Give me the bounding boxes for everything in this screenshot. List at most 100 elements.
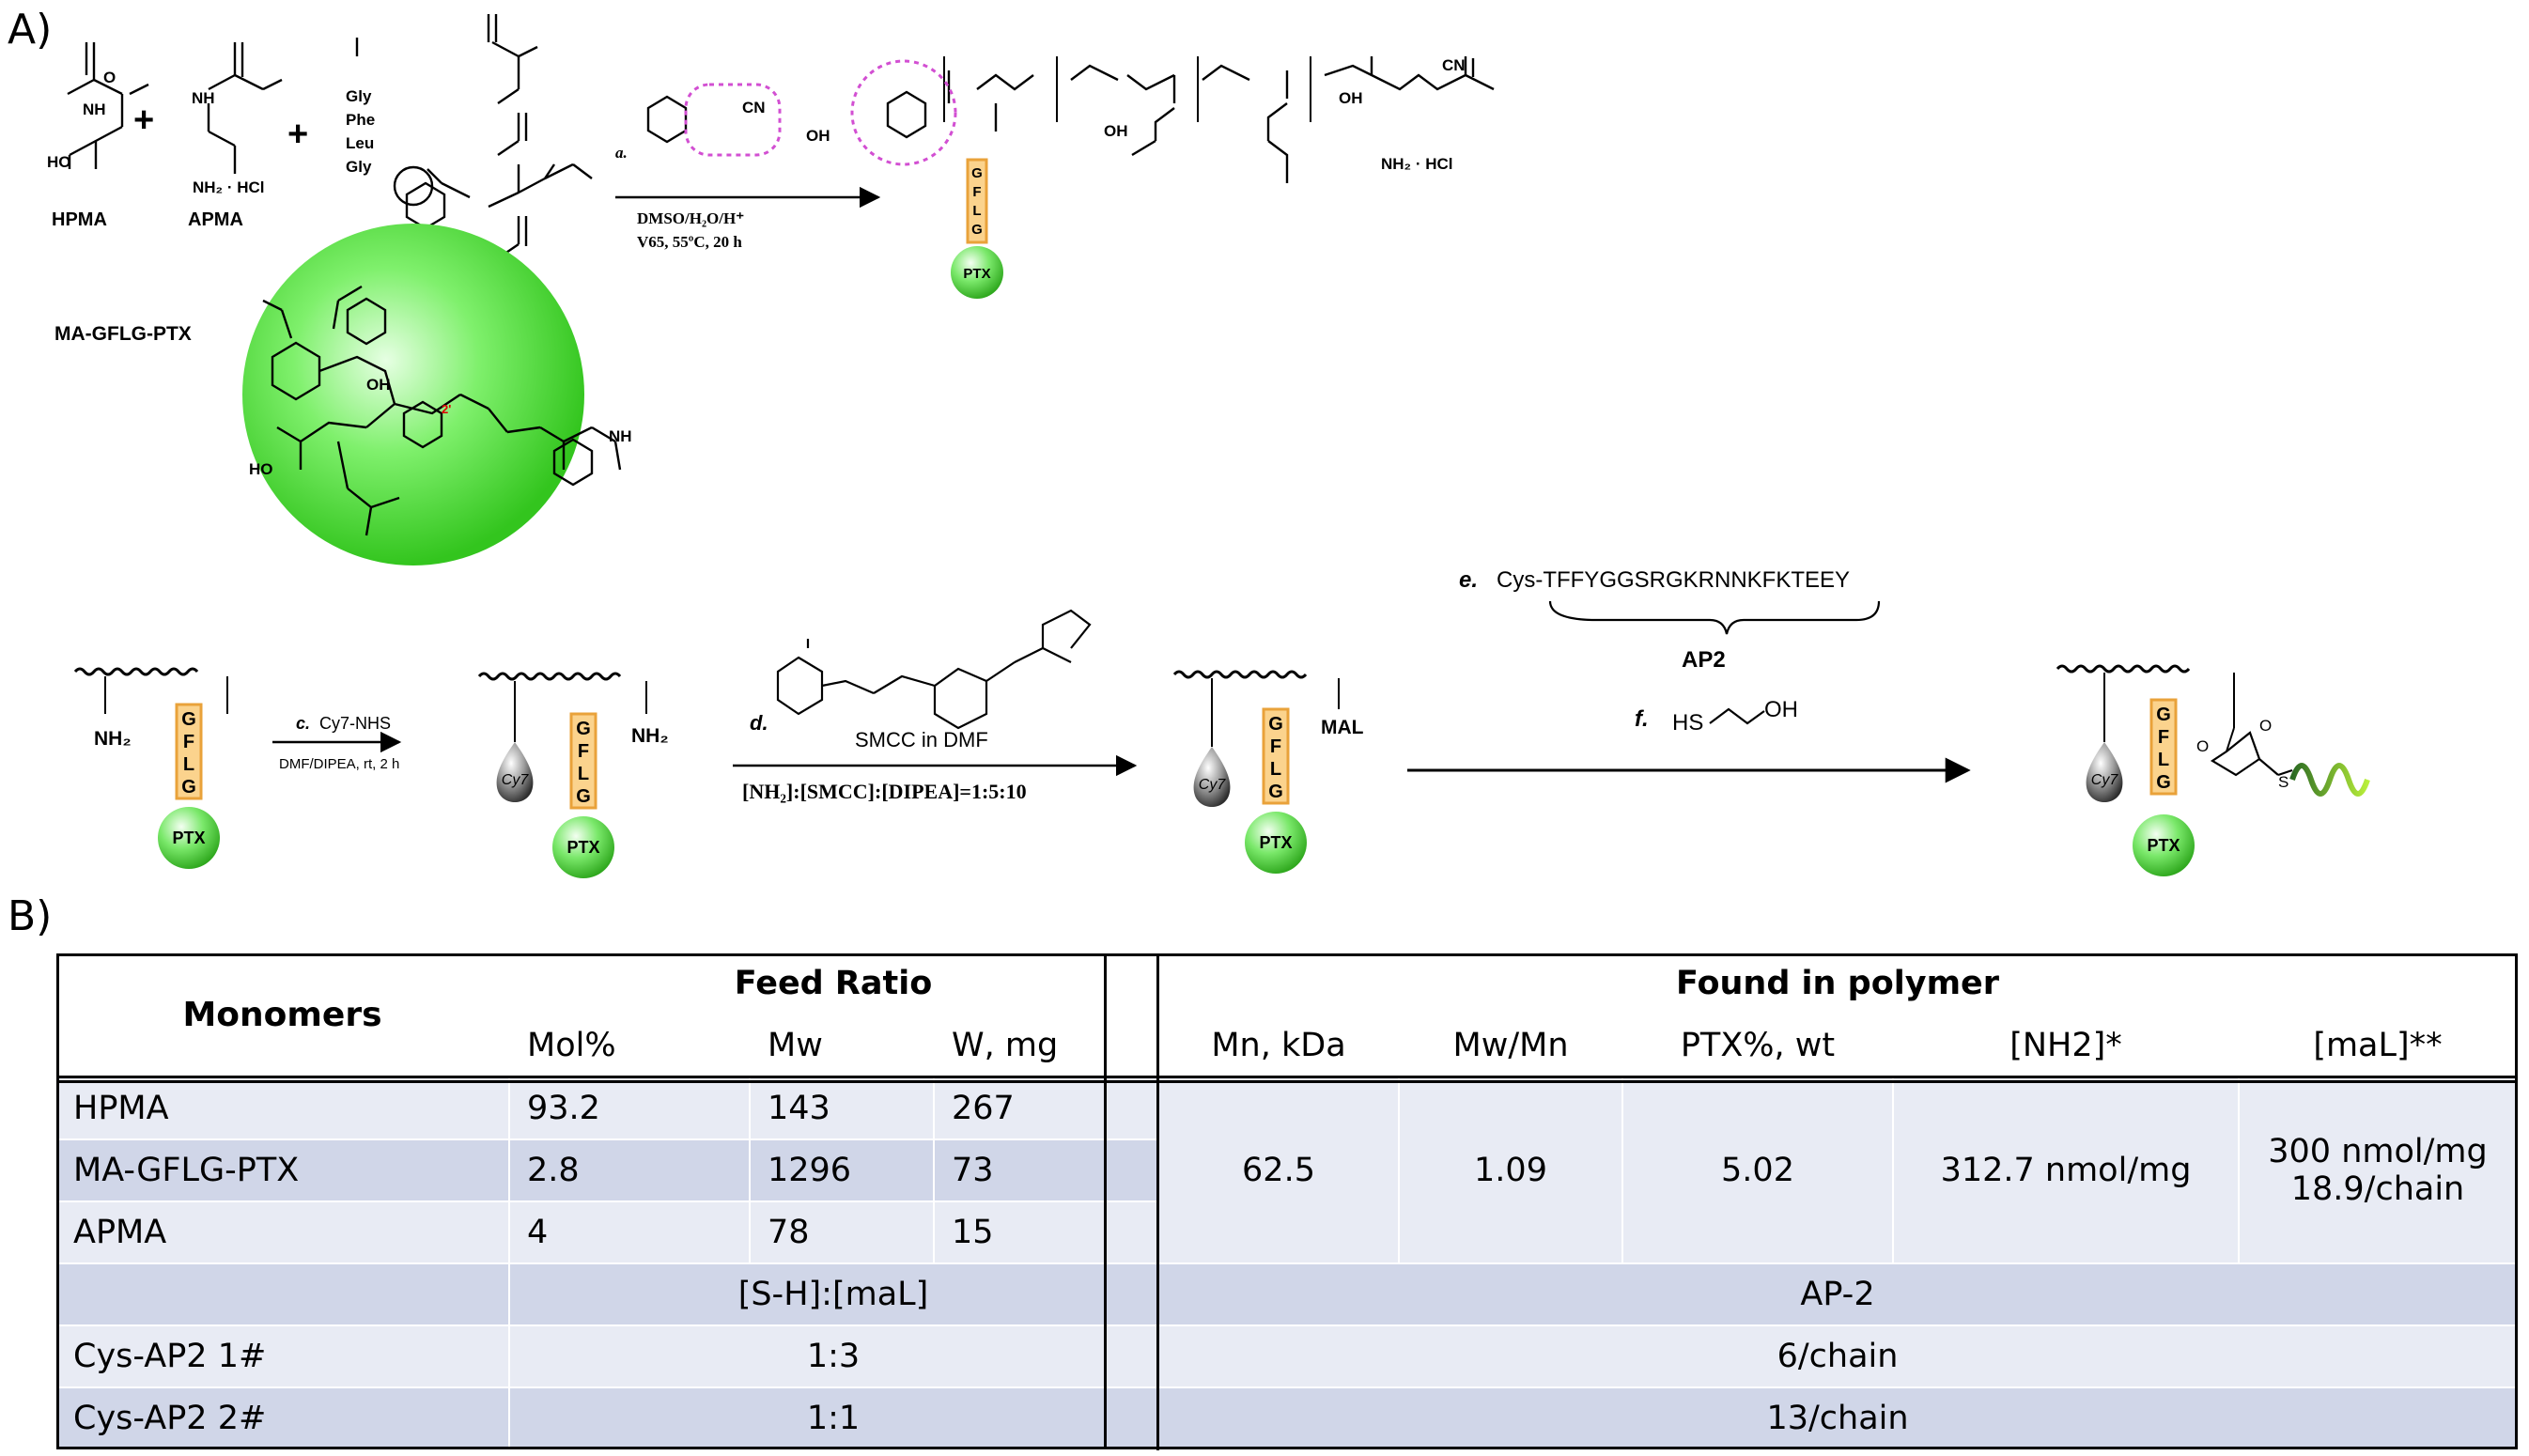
ap-row1-ratio: 1:3 xyxy=(509,1325,1159,1388)
found-ptx: 5.02 xyxy=(1622,1076,1894,1264)
cy7-drop-1 xyxy=(496,742,534,802)
header-feed-ratio: Feed Ratio xyxy=(509,953,1159,1015)
product-linker-l: L xyxy=(972,203,981,219)
backbone-4 xyxy=(2056,664,2191,674)
step-c-reagent: Cy7-NHS xyxy=(319,714,391,733)
nh2-label-1: NH₂ xyxy=(94,728,132,750)
step-f-letter: f. xyxy=(1635,706,1649,732)
step-a-conditions-2: V65, 55ºC, 20 h xyxy=(637,233,742,251)
ap-header-ratio: [S-H]:[maL] xyxy=(509,1262,1159,1326)
table-row: APMA 4 78 15 xyxy=(56,1201,2517,1264)
step-d-ratio: [NH₂]:[SMCC]:[DIPEA]=1:5:10 xyxy=(742,780,1027,803)
step-c-conditions: DMF/DIPEA, rt, 2 h xyxy=(279,756,399,772)
subheader-mwmn: Mw/Mn xyxy=(1399,1014,1623,1078)
smcc-structure xyxy=(776,609,1092,730)
subheader-mal: [maL]** xyxy=(2239,1014,2518,1078)
step-d-letter: d. xyxy=(750,711,768,735)
product-linker-g1: G xyxy=(971,165,983,181)
plus-2: + xyxy=(287,115,308,154)
linker4-f: F xyxy=(2158,727,2169,748)
backbone-2 xyxy=(477,672,622,681)
subheader-mn: Mn, kDa xyxy=(1156,1014,1400,1078)
linker2-l: L xyxy=(578,764,589,784)
polymer-oh-label: OH xyxy=(1104,122,1128,140)
table-header-rule xyxy=(56,1080,2518,1083)
row-hpma-name: HPMA xyxy=(56,1076,510,1140)
ptx-oh2-label: OH xyxy=(366,376,391,394)
step-d-reagent: SMCC in DMF xyxy=(855,728,988,751)
ap-row2-ratio: 1:1 xyxy=(509,1387,1159,1450)
ap-row2-ap2: 13/chain xyxy=(1156,1387,2518,1450)
linker4-l: L xyxy=(2158,750,2169,770)
ptx-label-2: PTX xyxy=(566,838,599,857)
found-nh2: 312.7 nmol/mg xyxy=(1893,1076,2240,1264)
final-s-label: S xyxy=(2278,773,2289,791)
backbone-1 xyxy=(73,667,199,676)
row-apma-w: 15 xyxy=(934,1201,1159,1264)
header-found-in-polymer: Found in polymer xyxy=(1156,953,2518,1015)
cta-highlight xyxy=(684,83,782,157)
found-mal: 300 nmol/mg 18.9/chain xyxy=(2239,1076,2518,1264)
cta-oh-label: OH xyxy=(806,127,830,145)
polymer-hcl-label: NH₂ · HCl xyxy=(1381,155,1453,173)
polymer-cn-label: CN xyxy=(1442,56,1466,74)
hpma-nh-label: NH xyxy=(83,101,106,118)
ap-row1-ap2: 6/chain xyxy=(1156,1325,2518,1388)
ptx-ho-label: HO xyxy=(249,460,273,478)
cy7-label-2: Cy7 xyxy=(1199,777,1227,793)
ptx-sphere-2 xyxy=(552,816,614,878)
found-mal-line2: 18.9/chain xyxy=(2290,1170,2465,1208)
ap-row2-name: Cys-AP2 2# xyxy=(56,1387,510,1450)
row-ma-name: MA-GFLG-PTX xyxy=(56,1139,510,1202)
apma-label: APMA xyxy=(188,209,243,230)
cy7-label-3: Cy7 xyxy=(2091,772,2119,788)
row-ma-w: 73 xyxy=(934,1139,1159,1202)
ptx-sphere-3 xyxy=(1245,812,1307,874)
linker-group-row2 xyxy=(175,698,2178,810)
row-hpma-w: 267 xyxy=(934,1076,1159,1140)
found-mn: 62.5 xyxy=(1156,1076,1400,1264)
ap2-brace xyxy=(1548,600,1881,635)
ap-row1-name: Cys-AP2 1# xyxy=(56,1325,510,1388)
row-ma-mol: 2.8 xyxy=(509,1139,751,1202)
product-ptx-sphere xyxy=(951,246,1003,299)
table-row: MA-GFLG-PTX 2.8 1296 73 xyxy=(56,1139,2517,1202)
mal-label: MAL xyxy=(1321,717,1364,738)
ptx-nh-label: NH xyxy=(609,427,632,445)
ptx-sphere xyxy=(242,224,584,565)
linker3-g2: G xyxy=(1268,782,1283,802)
cy7-drop-3 xyxy=(2086,742,2123,802)
peptide-gly-2: Gly xyxy=(346,158,372,176)
dithioester-highlight xyxy=(850,59,957,166)
product-linker-f: F xyxy=(972,184,981,200)
step-f-oh: OH xyxy=(1764,697,1798,722)
ptx-label-1: PTX xyxy=(172,829,205,847)
cy7-label-1: Cy7 xyxy=(502,772,530,788)
backbone-3 xyxy=(1172,670,1308,679)
row-hpma-mw: 143 xyxy=(750,1076,935,1140)
ptx-2prime-label: 2' xyxy=(442,402,451,416)
table-row: HPMA 93.2 143 267 62.5 1.09 5.02 312.7 n… xyxy=(56,1076,2518,1264)
step-e-letter: e. xyxy=(1459,567,1478,593)
ap-header-ap2: AP-2 xyxy=(1156,1262,2518,1326)
linker3-g1: G xyxy=(1268,714,1283,735)
table-row: Cys-AP2 1# 1:3 6/chain xyxy=(56,1325,2518,1388)
linker1-g2: G xyxy=(181,777,196,798)
ap2-helix xyxy=(2289,763,2370,797)
panel-label-a: A) xyxy=(8,6,53,54)
apma-nh-label: NH xyxy=(192,89,215,107)
ap-header-empty xyxy=(56,1262,510,1326)
linker2-g1: G xyxy=(576,719,591,739)
ptx-sphere-4 xyxy=(2133,814,2195,876)
header-monomers: Monomers xyxy=(56,953,510,1078)
table-section-divider xyxy=(1104,953,1107,1449)
peptide-gly-1: Gly xyxy=(346,87,372,105)
succ-o-label-1: O xyxy=(2259,717,2272,735)
cy7-drop-2 xyxy=(1193,747,1231,807)
peptide-phe: Phe xyxy=(346,111,375,129)
step-e-peptide: Cys-TFFYGGSRGKRNNKFKTEEY xyxy=(1497,567,1850,593)
polymer-oh2-label: OH xyxy=(1339,89,1363,107)
product-ptx-label: PTX xyxy=(963,266,990,282)
step-c-letter: c. xyxy=(296,714,310,733)
subheader-mw: Mw xyxy=(750,1014,935,1078)
